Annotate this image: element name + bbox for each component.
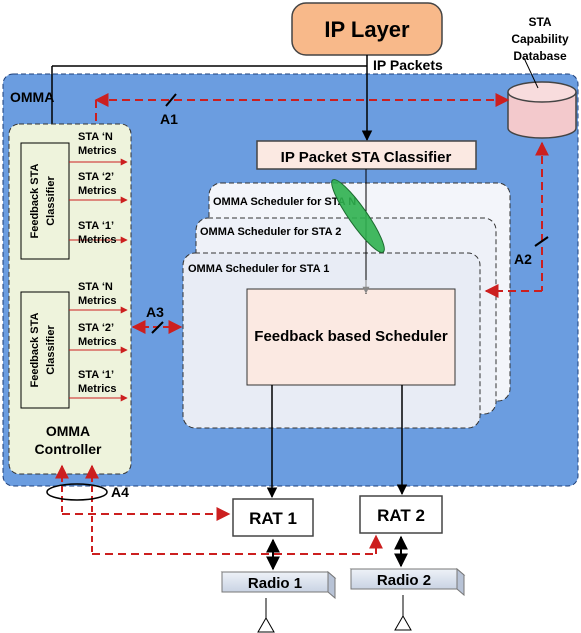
sta-capability-database: STA Capability Database [507,15,577,139]
metric-bottom-n-line2: Metrics [78,295,117,307]
interface-a4: A4 [46,464,383,555]
interface-a1-label: A1 [160,111,178,127]
a4-bundle-ellipse [46,483,108,501]
scheduler-sta-2-label: OMMA Scheduler for STA 2 [200,226,341,238]
scheduler-sta-1-label: OMMA Scheduler for STA 1 [188,263,329,275]
classifier-label: IP Packet STA Classifier [281,149,452,166]
database-label-line2: Capability [511,32,569,46]
controller-label-line2: Controller [35,441,102,457]
radio-1-label: Radio 1 [248,575,302,592]
feedback-classifier-top-label-1: Feedback STA [29,163,41,238]
feedback-classifier-top-label-2: Classifier [45,176,57,226]
radio-2-label: Radio 2 [377,572,431,589]
omma-controller: OMMA Controller Feedback STA Classifier … [8,123,132,475]
metric-top-n-line1: STA ‘N [78,131,113,143]
interface-a4-label: A4 [111,484,129,500]
radio-2: Radio 2 [349,567,466,631]
metric-bottom-n-line1: STA ‘N [78,281,113,293]
antenna-2-icon [394,614,412,631]
antenna-1-icon [257,616,275,633]
feedback-classifier-bottom [20,291,70,409]
database-label-line1: STA [528,15,551,29]
metric-bottom-2-line1: STA ‘2’ [78,322,114,334]
stream-ellipse [331,179,385,253]
ip-packet-sta-classifier: IP Packet STA Classifier [256,140,477,170]
metric-top-2-line1: STA ‘2’ [78,171,114,183]
a3-slash [151,321,164,334]
interface-a3-label: A3 [146,304,164,320]
a1-slash [165,93,177,107]
metric-top-n-line2: Metrics [78,145,117,157]
a2-slash [534,236,549,247]
metric-top-2-line2: Metrics [78,185,117,197]
feedback-classifier-bottom-label-1: Feedback STA [29,312,41,387]
rat-2-label: RAT 2 [377,506,425,525]
rat-1-box: RAT 1 [232,498,314,537]
feedback-scheduler-label: Feedback based Scheduler [254,328,448,345]
omma-title: OMMA [10,89,54,105]
database-label-line3: Database [513,49,567,63]
rat-2-box: RAT 2 [359,495,443,534]
rat-1-label: RAT 1 [249,509,297,528]
feedback-classifier-top [20,142,70,260]
ip-layer-box: IP Layer [291,2,443,56]
scheduler-sta-n-label: OMMA Scheduler for STA N [213,196,356,208]
ip-packets-label: IP Packets [373,57,443,73]
feedback-classifier-bottom-label-2: Classifier [45,325,57,375]
metric-top-1-line2: Metrics [78,234,117,246]
metric-top-1-line1: STA ‘1’ [78,220,114,232]
controller-label-line1: OMMA [46,423,90,439]
metric-bottom-1-line2: Metrics [78,383,117,395]
interface-a2-label: A2 [514,251,532,267]
radio-1: Radio 1 [220,570,337,633]
ip-layer-label: IP Layer [324,17,410,42]
feedback-based-scheduler: Feedback based Scheduler [246,288,456,386]
metric-bottom-2-line2: Metrics [78,336,117,348]
metric-bottom-1-line1: STA ‘1’ [78,369,114,381]
